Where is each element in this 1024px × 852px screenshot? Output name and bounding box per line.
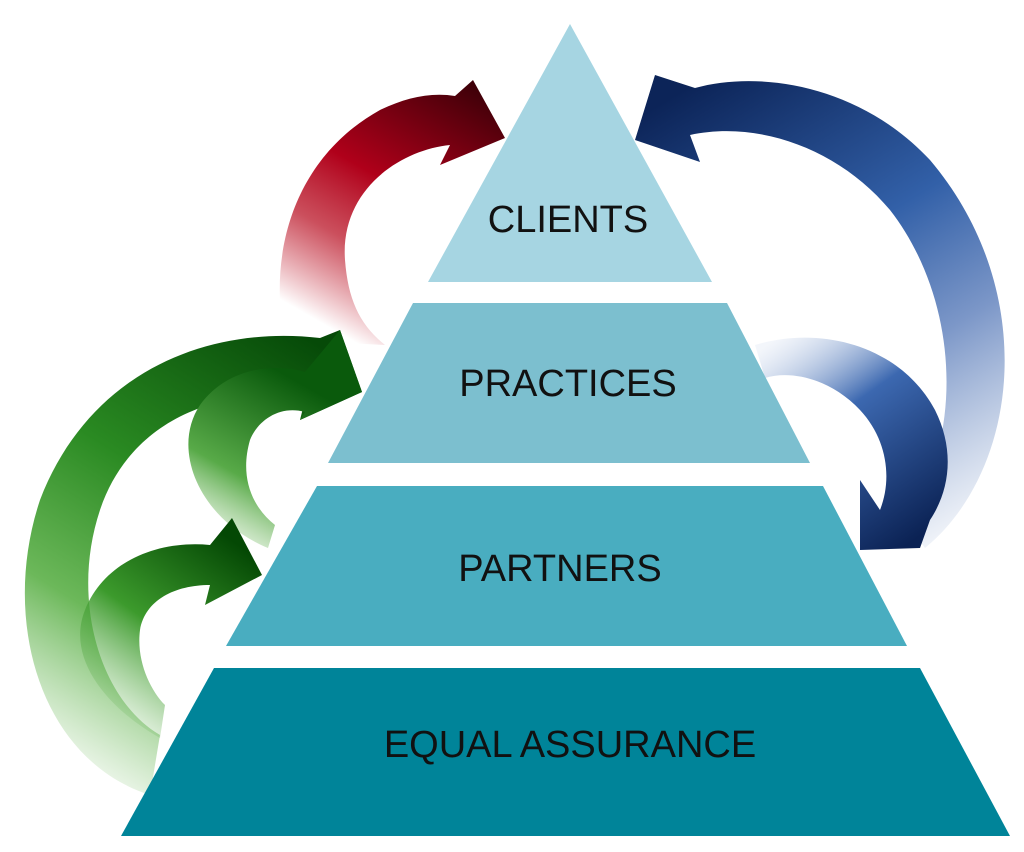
tier-clients	[428, 24, 712, 282]
arrow-blue-practices-to-partners	[755, 337, 948, 550]
pyramid: CLIENTS PRACTICES PARTNERS EQUAL ASSURAN…	[121, 24, 1010, 836]
tier-label-clients: CLIENTS	[488, 199, 648, 241]
tier-label-equal-assurance: EQUAL ASSURANCE	[384, 724, 756, 766]
tier-equal-assurance	[121, 668, 1010, 836]
tier-label-practices: PRACTICES	[459, 363, 676, 405]
arrow-blue-partners-to-clients	[635, 75, 1005, 548]
arrow-green-partners-to-practices	[188, 330, 362, 548]
arrows-layer	[24, 75, 1005, 795]
tier-label-partners: PARTNERS	[458, 548, 661, 590]
tier-practices	[328, 303, 810, 463]
arrow-green-equal-to-partners	[80, 518, 262, 738]
arrow-red-practices-to-clients	[279, 80, 505, 345]
tier-partners	[226, 486, 907, 646]
